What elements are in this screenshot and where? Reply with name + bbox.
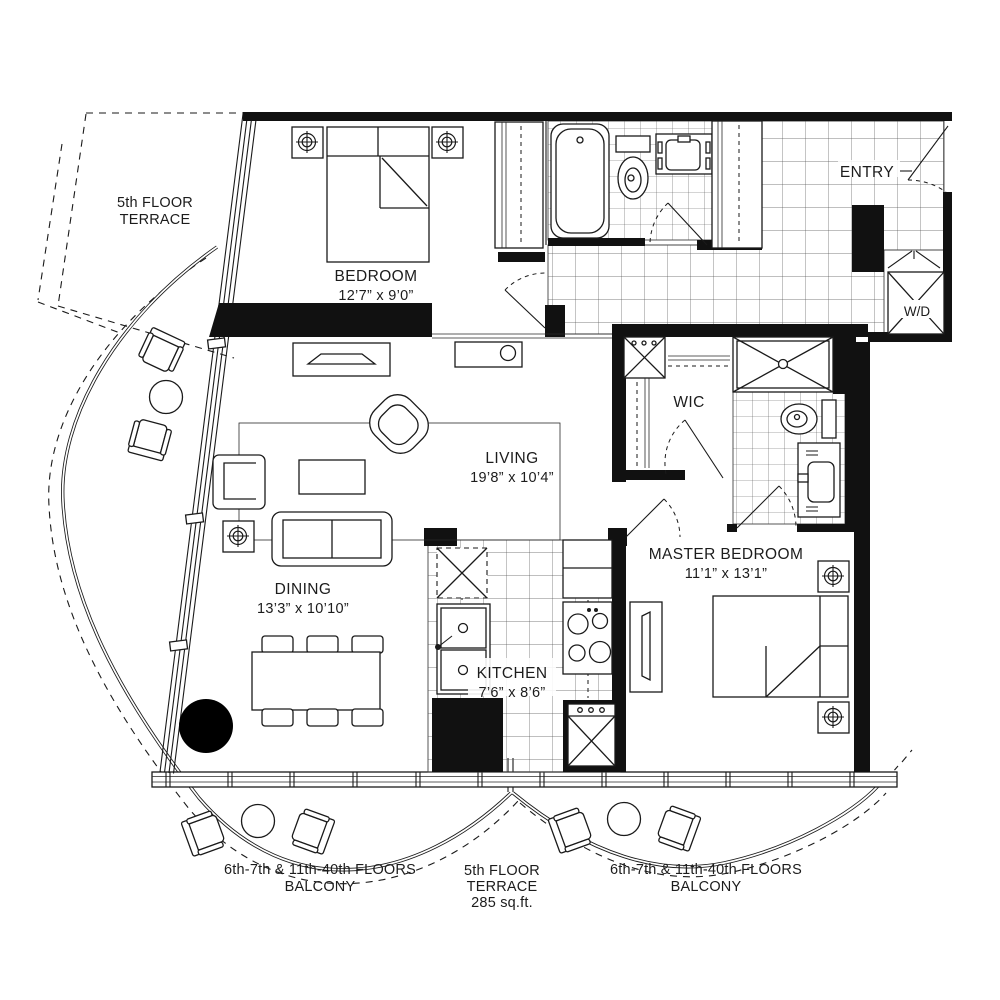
patio-chair [136,326,187,376]
balcony-right-line2: BALCONY [671,879,742,895]
bedroom-closet [494,121,544,249]
balcony-left-line2: BALCONY [285,879,356,895]
bedroom-door [504,272,546,329]
bathroom-sink-icon [655,133,713,175]
balcony-furniture-right [546,801,703,856]
master-bed [712,595,849,698]
patio-table [240,803,276,839]
main-bathroom [550,123,713,246]
toilet-icon [615,135,651,200]
master-dims: 11’1” x 13’1” [685,566,768,582]
bedroom: BEDROOM 12’7” x 9’0” [291,121,546,329]
terrace-bottom-line1: 5th FLOOR [464,863,540,879]
master-label: MASTER BEDROOM [649,546,804,563]
terrace-bottom-line2: TERRACE [467,879,538,895]
bedroom-dims: 12’7” x 9’0” [338,288,413,304]
dining-dims: 13’3” x 10’10” [257,601,349,617]
wic-cabinet [623,336,666,379]
terrace-dashed-outline [37,112,243,359]
tv-console [292,342,391,377]
patio-chair [546,806,595,856]
kitchen: KITCHEN 7’6” x 8’6” [435,539,616,767]
wic-label: WIC [673,394,704,411]
wd-label: W/D [904,304,930,319]
shower-icon [732,336,834,393]
dining-room: DINING 13’3” x 10’10” [179,581,384,753]
balcony-furniture-left [179,803,337,859]
wic-door [664,419,724,479]
bedroom-label: BEDROOM [335,268,418,285]
living-dims: 19’8” x 10’4” [470,470,554,486]
patio-table [148,379,184,415]
bedroom-bed [326,126,430,263]
entry-area: W/D ENTRY [711,120,949,335]
entry-door [907,125,949,193]
master-entry-door [625,498,681,538]
accent-chair [369,394,429,454]
desk [454,341,523,368]
entry-label: ENTRY [840,164,894,181]
master-bath-door [736,485,797,529]
refrigerator [562,539,613,599]
bottom-window-wall [151,771,898,788]
vanity-sink-icon [797,442,841,518]
master-bathroom [732,336,841,529]
dining-table-set [251,635,384,727]
dining-label: DINING [275,581,332,598]
walls [209,112,952,772]
bathroom-door [649,202,708,246]
dresser [629,601,663,693]
dishwasher-icon [567,703,616,767]
sofa [271,511,393,567]
kitchen-dims: 7’6” x 8’6” [479,685,546,701]
hall-closet [711,120,763,249]
bathtub-icon [550,123,610,239]
patio-chair [288,807,337,857]
patio-table [606,801,642,837]
pantry-cabinet [436,547,488,599]
terrace-top-line2: TERRACE [120,212,191,228]
patio-chair [126,416,174,462]
kitchen-label: KITCHEN [477,665,548,682]
balcony-rail-curves [48,245,913,885]
coffee-table [298,459,366,495]
living-label: LIVING [485,450,538,467]
patio-chair [179,809,228,859]
living-room: LIVING 19’8” x 10’4” [212,341,681,567]
balcony-right-line1: 6th-7th & 11th-40th FLOORS [610,862,802,878]
patio-chair [654,804,703,854]
toilet-icon [780,399,837,439]
outdoor-labels: 5th FLOOR TERRACE 6th-7th & 11th-40th FL… [117,195,802,911]
walk-in-closet: WIC [623,336,730,479]
armchair [212,454,266,510]
structural-column [179,699,233,753]
terrace-furniture-top [126,326,187,462]
terrace-top-line1: 5th FLOOR [117,195,193,211]
washer-dryer: W/D [887,250,945,335]
balcony-left-line1: 6th-7th & 11th-40th FLOORS [224,862,416,878]
terrace-bottom-line3: 285 sq.ft. [471,895,533,911]
master-bedroom: MASTER BEDROOM 11’1” x 13’1” [629,546,850,734]
stove-icon [562,601,613,675]
left-window-wall [159,113,258,774]
